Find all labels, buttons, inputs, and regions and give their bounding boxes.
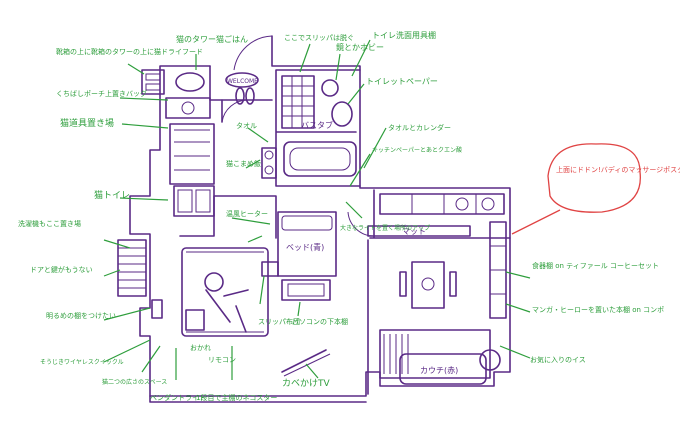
note-kitchen-shelf: 食器棚 on ティファール コーヒーセット (532, 261, 659, 270)
note-cat-tower: 猫のタワー猫ごはん (176, 34, 248, 44)
entrance-furniture (141, 69, 215, 217)
note-slippers: ここでスリッパは脱ぐ (284, 33, 354, 42)
note-heater: 温風ヒーター (226, 209, 268, 218)
note-litter: 猫トイレ (94, 189, 130, 201)
note-mirror: 鏡とかホビー (336, 42, 384, 52)
note-laundry: 洗濯機もここ置き場 (18, 219, 81, 228)
note-ottoman: おかれ (190, 344, 211, 352)
poster-callout: 上面にドドン!バディのマッサージポスター! (511, 143, 680, 235)
annotation-texts: 猫のタワー猫ごはん 靴箱の上に靴箱のタワーの上に猫ドライフード くちばしポーチ上… (18, 30, 664, 402)
note-bed-note: スリッパ布団 (258, 317, 300, 326)
bathroom: バスタブ (281, 75, 357, 177)
bathtub-label: バスタブ (301, 120, 333, 130)
annotation-leaders (103, 39, 531, 380)
note-desk-set: そうじきワイヤレスクイックル (40, 359, 124, 366)
note-cat-litter2: 猫こまめ飯 (226, 159, 261, 168)
note-cat-toys: くちばしポーチ上置きバッグ (56, 89, 147, 98)
note-cat-bed: 猫二つの広さのスペース (102, 378, 167, 386)
note-tv: カベかけTV (282, 378, 330, 389)
note-under-desk: パソコンの下本棚 (292, 317, 348, 326)
bedroom: ベッド(青) (181, 211, 337, 377)
note-laptop: 大きなライトを置く場所のアップ (340, 224, 430, 232)
note-door-lock: ドアと鍵がもうない (30, 265, 93, 274)
note-chair: お気に入りのイス (530, 355, 586, 364)
note-lighting: ペンダントライト (150, 393, 206, 402)
note-sink: キッチンペーパーとあとクエン酸 (372, 146, 462, 154)
note-tidy: 明るめの棚をつけたい (46, 311, 116, 320)
note-toilet-paper: トイレットペーパー (366, 77, 438, 86)
bed-label: ベッド(青) (286, 242, 324, 252)
note-cat-goods: 猫道具置き場 (60, 117, 114, 129)
note-poster: 上面にドドン!バディのマッサージポスター! (556, 165, 680, 174)
welcome-mat-label: WELCOME (227, 78, 258, 85)
small-stove (261, 147, 277, 179)
sofa-label: カウチ(赤) (420, 366, 458, 375)
note-toilet-shelf: トイレ洗面用具棚 (372, 30, 436, 40)
note-living-shelf: 1段目で主棚のネコスター (196, 393, 277, 402)
note-towel: タオル (236, 121, 257, 130)
kitchen: マット カウチ(赤) (367, 193, 507, 385)
kitchen-mat-label: マット (402, 227, 426, 236)
note-shoe-rack: 靴箱の上に靴箱のタワーの上に猫ドライフード (56, 47, 203, 56)
note-remote: リモコン (208, 356, 236, 364)
entrance-mat: WELCOME (225, 72, 259, 105)
note-bookshelf: マンガ・ヒーローを置いた本棚 on コンポ (532, 305, 664, 314)
note-shelf-calendar: タオルとカレンダー (388, 123, 451, 132)
laundry-area (117, 239, 163, 319)
